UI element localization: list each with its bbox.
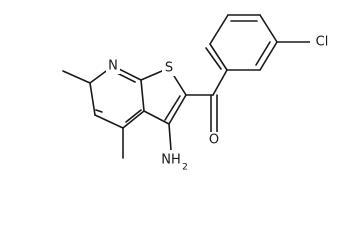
bond-c2-c3 bbox=[89, 82, 96, 116]
chlorophenyl-ring bbox=[205, 14, 311, 96]
thiophene-ring bbox=[140, 67, 187, 125]
phenyl-bond-6-double bbox=[255, 41, 271, 66]
phenyl-bond-2-double bbox=[205, 47, 222, 70]
phenyl-bond-5 bbox=[259, 14, 278, 43]
bond-c2-c3 bbox=[168, 94, 187, 125]
label-bg-nh2 bbox=[160, 150, 190, 170]
label-bg-o bbox=[207, 132, 221, 148]
phenyl-bond-1 bbox=[212, 69, 228, 96]
methyl-bond-1 bbox=[62, 70, 91, 84]
label-bg-n bbox=[106, 58, 120, 74]
bond-c4-c4a bbox=[122, 110, 145, 129]
phenyl-bond-2 bbox=[209, 43, 228, 71]
bond-c4a-c7a bbox=[140, 79, 145, 112]
pyridine-ring bbox=[89, 65, 145, 129]
structure-diagram: N S O NH 2 Cl bbox=[62, 14, 334, 173]
label-bg-s bbox=[162, 60, 176, 76]
phenyl-bond-6 bbox=[259, 41, 278, 71]
atom-s: S bbox=[165, 61, 173, 76]
amine-bond bbox=[168, 123, 172, 151]
bond-c3-c3a bbox=[143, 110, 170, 125]
atom-nh2-subscript: 2 bbox=[182, 163, 188, 173]
atom-n: N bbox=[108, 59, 118, 74]
atom-nh2: NH bbox=[161, 153, 181, 168]
bond-c4-c4a-double bbox=[125, 109, 142, 123]
bond-c3-c4 bbox=[94, 114, 124, 129]
phenyl-bond-3 bbox=[209, 14, 229, 45]
label-bg-cl bbox=[310, 34, 334, 50]
bond-c3-c3-double bbox=[95, 109, 103, 113]
molecule-svg: N S O NH 2 Cl bbox=[62, 14, 334, 173]
atom-cl: Cl bbox=[316, 35, 329, 50]
atom-o: O bbox=[209, 133, 219, 148]
bond-c2-c3-double bbox=[164, 95, 181, 121]
substituents bbox=[62, 70, 218, 159]
atom-labels: N S O NH 2 Cl bbox=[106, 34, 334, 173]
